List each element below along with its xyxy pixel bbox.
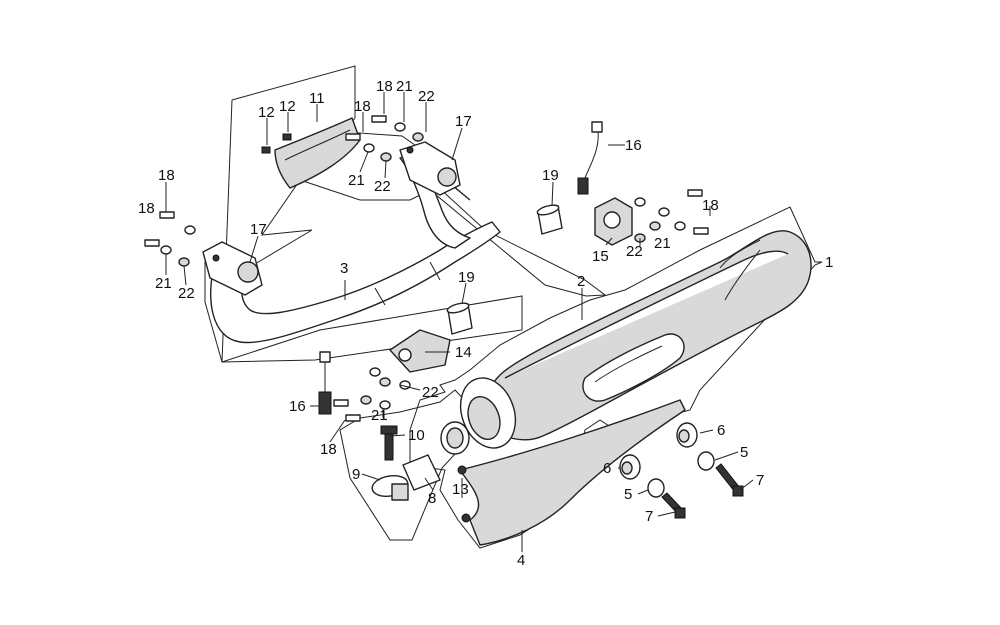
label-6b: 6 [603, 460, 611, 477]
label-21b: 21 [348, 172, 365, 189]
washer-21j [379, 400, 391, 410]
washer-21f [658, 207, 670, 217]
nut-22d [649, 221, 661, 231]
label-22e: 22 [422, 384, 439, 401]
label-2: 2 [577, 273, 585, 290]
pipe-bracket [389, 329, 451, 373]
nut-22g [360, 395, 372, 405]
nut-22c [178, 257, 190, 267]
gasket-middle [446, 302, 473, 335]
label-18e: 18 [702, 197, 719, 214]
washer-21b [363, 143, 375, 153]
clamp-band [371, 474, 409, 501]
muffler-body [459, 230, 812, 449]
label-18c: 18 [158, 167, 175, 184]
label-11: 11 [309, 90, 325, 107]
joint-sleeve [402, 454, 441, 491]
label-18b: 18 [376, 78, 393, 95]
bolt-18b [371, 115, 387, 123]
muffler-inlet [440, 421, 470, 455]
washer-21c [184, 225, 196, 235]
rubber-mount-lower [619, 454, 641, 480]
label-21d: 21 [654, 235, 671, 252]
leader-lines [165, 92, 822, 552]
gasket-upper [536, 204, 563, 235]
label-7a: 7 [756, 472, 764, 489]
flange-lower [202, 241, 263, 296]
bolt-18h [345, 414, 361, 422]
label-21e: 21 [371, 407, 388, 424]
washer-21d [160, 245, 172, 255]
washer-21h [369, 367, 381, 377]
heat-shield [274, 117, 361, 189]
label-8: 8 [428, 490, 436, 507]
washer-21e [634, 197, 646, 207]
bolt-18f [693, 227, 709, 235]
label-5b: 5 [624, 486, 632, 503]
washer-lower [647, 478, 665, 498]
label-21c: 21 [155, 275, 172, 292]
washer-21a [394, 122, 406, 132]
label-19b: 19 [458, 269, 475, 286]
part-labels: 12 12 11 18 18 21 22 17 21 22 16 19 18 1… [138, 78, 833, 569]
nut-22a [412, 132, 424, 142]
nut-22f [379, 377, 391, 387]
bolt-18d [144, 239, 160, 247]
label-10: 10 [408, 427, 425, 444]
oxygen-sensor-upper [577, 121, 603, 195]
nut-22b [380, 152, 392, 162]
label-4: 4 [517, 552, 525, 569]
label-22c: 22 [178, 285, 195, 302]
label-13: 13 [452, 481, 469, 498]
label-19a: 19 [542, 167, 559, 184]
oxygen-sensor-lower [318, 351, 332, 415]
label-7b: 7 [645, 508, 653, 525]
label-12b: 12 [279, 98, 296, 115]
flange-upper [399, 141, 461, 196]
label-12a: 12 [258, 104, 275, 121]
label-3: 3 [340, 260, 348, 277]
label-21a: 21 [396, 78, 413, 95]
label-16b: 16 [289, 398, 306, 415]
washer-upper [697, 451, 715, 471]
fasteners [144, 115, 709, 422]
rubber-mount-upper [676, 422, 698, 448]
screw-12b [282, 133, 292, 141]
washer-21g [674, 221, 686, 231]
muffler-mount-bracket [457, 399, 686, 546]
label-9: 9 [352, 466, 360, 483]
label-16a: 16 [625, 137, 642, 154]
label-18d: 18 [138, 200, 155, 217]
bolt-18a [345, 133, 361, 141]
muffler-group-outline [409, 206, 823, 549]
label-22d: 22 [626, 243, 643, 260]
pipe-connector [594, 197, 633, 246]
label-22b: 22 [374, 178, 391, 195]
label-22a: 22 [418, 88, 435, 105]
clamp-bolt [380, 425, 398, 461]
bolt-18c [159, 211, 175, 219]
label-15: 15 [592, 248, 609, 265]
label-14: 14 [455, 344, 472, 361]
screw-12a [261, 146, 271, 154]
bolt-18e [687, 189, 703, 197]
mount-bolt-lower [661, 492, 686, 519]
label-17b: 17 [250, 221, 267, 238]
label-18a: 18 [354, 98, 371, 115]
bolt-18g [333, 399, 349, 407]
label-18f: 18 [320, 441, 337, 458]
mount-bolt-upper [715, 463, 744, 497]
label-5a: 5 [740, 444, 748, 461]
label-6a: 6 [717, 422, 725, 439]
label-17a: 17 [455, 113, 472, 130]
label-1: 1 [825, 254, 833, 271]
